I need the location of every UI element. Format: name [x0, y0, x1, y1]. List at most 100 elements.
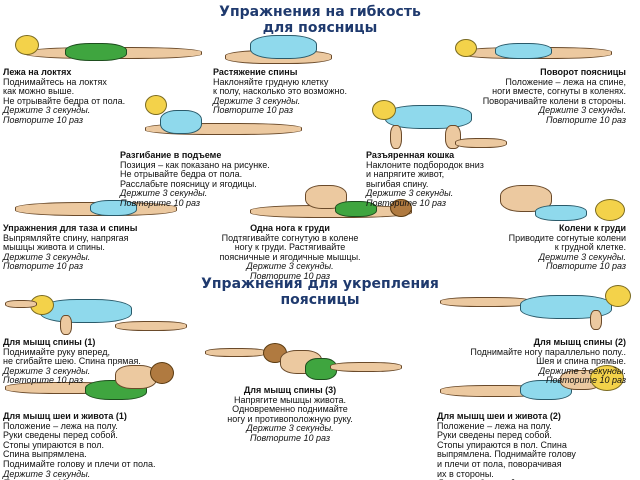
exercise-title: Колени к груди — [559, 223, 626, 233]
exercise-instruction: ноги вместе, согнуты в коленях. — [492, 86, 626, 97]
exercise-instruction: Не отрывайте бедра от пола. — [120, 169, 243, 180]
figure-pelvic-tilt — [10, 180, 180, 220]
exercise-instruction: Стопы упираются в пол. — [3, 439, 104, 450]
exercise-instruction: Выпрямляйте спину, напрягая — [3, 232, 129, 243]
exercise-repeat: Повторите 10 раз — [3, 114, 84, 125]
exercise-repeat: Повторите 10 раз — [120, 197, 201, 208]
exercise-title: Растяжение спины — [213, 67, 298, 77]
exercise-instruction: Поднимайте руку вперед, — [3, 346, 110, 357]
exercise-instruction: к полу, насколько это возможно. — [213, 86, 347, 97]
exercise-title: Разъяренная кошка — [366, 150, 455, 160]
exercise-repeat: Повторите 10 раз — [545, 114, 626, 125]
section1-title-line1: Упражнения на гибкость — [219, 4, 421, 20]
exercise-instruction: Расслабьте поясницу и ягодицы. — [120, 178, 257, 189]
exercise-8: Для мышц спины (1)Поднимайте руку вперед… — [3, 337, 141, 386]
figure-back-extension — [125, 95, 305, 140]
figure-knees-to-chest — [495, 185, 630, 225]
exercise-repeat: Повторите 10 раз — [545, 261, 626, 272]
exercise-hold: Держите 3 секунды. — [538, 105, 626, 116]
section1-title-line2: для поясницы — [262, 20, 378, 36]
exercise-instruction: Спина выпрямлена. — [3, 449, 87, 460]
exercise-instruction: Руки сведены перед собой. — [437, 430, 552, 441]
exercise-hold: Держите 3 секунды. — [246, 423, 334, 434]
exercise-instruction: поясничные и ягодичные мышцы. — [219, 251, 361, 262]
exercise-hold: Держите 3 секунды. — [437, 479, 576, 480]
exercise-title: Разгибание в подъеме — [120, 150, 222, 160]
exercise-instruction: Приводите согнутые колени — [508, 232, 626, 243]
section2-title-line2: поясницы — [280, 292, 360, 308]
exercise-title: Для мышц спины (2) — [533, 337, 626, 347]
exercise-instruction: выпрямлена. Поднимайте голову — [437, 449, 576, 460]
exercise-instruction: их в стороны. — [437, 468, 494, 479]
figure-lying-elbows — [5, 35, 205, 65]
exercise-instruction: Наклоняйте грудную клетку — [213, 76, 329, 87]
exercise-instruction: Положение – лежа на полу. — [437, 420, 552, 431]
exercise-repeat: Повторите 10 раз — [3, 261, 84, 272]
exercise-instruction: не сгибайте шею. Спина прямая. — [3, 356, 141, 367]
exercise-instruction: Руки сведены перед собой. — [3, 430, 118, 441]
exercise-instruction: Подтягивайте согнутую в колене — [221, 232, 359, 243]
exercise-title: Поворот поясницы — [540, 67, 626, 77]
exercise-repeat: Повторите 10 раз — [3, 479, 156, 480]
exercise-instruction: и напрягите живот, — [366, 169, 445, 180]
exercise-hold: Держите 3 секунды. — [3, 105, 91, 116]
exercise-repeat: Повторите 10 раз — [3, 375, 84, 386]
section2-title-line1: Упражнения для укрепления — [201, 276, 439, 292]
exercise-instruction: Поднимайте ногу параллельно полу.. — [470, 346, 626, 357]
exercise-title: Одна нога к груди — [250, 223, 330, 233]
exercise-hold: Держите 3 секунды. — [120, 188, 208, 199]
exercise-instruction: Поднимайтесь на локтях — [3, 76, 107, 87]
exercise-title: Лежа на локтях — [3, 67, 72, 77]
figure-neck-abs-2 — [440, 365, 630, 410]
exercise-hold: Держите 3 секунды. — [366, 188, 454, 199]
exercise-hold: Держите 3 секунды. — [3, 365, 91, 376]
exercise-repeat: Повторите 10 раз — [545, 375, 626, 386]
exercise-hold: Держите 3 секунды. — [3, 251, 91, 262]
exercise-hold: Держите 3 секунды. — [3, 468, 91, 479]
section2-title: Упражнения для укрепления поясницы — [0, 276, 640, 308]
exercise-hold: Держите 3 секунды. — [246, 261, 334, 272]
exercise-hold: Держите 3 секунды. — [213, 95, 301, 106]
exercise-instruction: ногу и противоположную руку. — [227, 413, 353, 424]
exercise-11: Для мышц шеи и живота (1)Положение – леж… — [3, 411, 156, 480]
exercise-instruction: выгибая спину. — [366, 178, 429, 189]
exercise-repeat: Повторите 10 раз — [213, 105, 294, 116]
figure-back-muscles-3 — [205, 340, 405, 380]
exercise-repeat: Повторите 10 раз — [366, 197, 447, 208]
exercise-title: Для мышц спины (3) — [243, 385, 337, 395]
exercise-9: Для мышц спины (2)Поднимайте ногу паралл… — [470, 337, 626, 386]
exercise-instruction: мышцы живота и спины. — [3, 242, 105, 253]
exercise-12: Для мышц шеи и живота (2)Положение – леж… — [437, 411, 576, 480]
exercise-title: Упражнения для таза и спины — [3, 223, 138, 233]
exercise-instruction: Поворачивайте колени в стороны. — [482, 95, 626, 106]
exercise-hold: Держите 3 секунды. — [538, 251, 626, 262]
exercise-instruction: Положение – лежа на спине, — [505, 76, 626, 87]
exercise-instruction: Позиция – как показано на рисунке. — [120, 159, 270, 170]
figure-one-leg-to-chest — [245, 185, 415, 223]
exercise-title: Для мышц шеи и живота (1) — [3, 411, 127, 421]
exercise-instruction: Не отрывайте бедра от пола. — [3, 95, 126, 106]
exercise-repeat: Повторите 10 раз — [249, 270, 331, 281]
exercise-instruction: ногу к груди. Растягивайте — [234, 242, 346, 253]
figure-back-muscles-1 — [5, 285, 187, 335]
exercise-instruction: Поднимайте голову и плечи от пола. — [3, 458, 156, 469]
figure-angry-cat — [370, 100, 510, 150]
exercise-instruction: Шея и спина прямые. — [536, 356, 626, 367]
exercise-instruction: к грудной клетке. — [554, 242, 626, 253]
exercise-instruction: Одновременно поднимайте — [232, 404, 348, 415]
figure-lumbar-twist — [455, 35, 620, 63]
exercise-instruction: Стопы упираются в пол. Спина — [437, 439, 567, 450]
section1-title: Упражнения на гибкость для поясницы — [0, 4, 640, 36]
figure-neck-abs-1 — [5, 360, 180, 405]
exercise-instruction: как можно выше. — [3, 86, 75, 97]
exercise-instruction: и плечи от пола, поворачивая — [437, 458, 562, 469]
